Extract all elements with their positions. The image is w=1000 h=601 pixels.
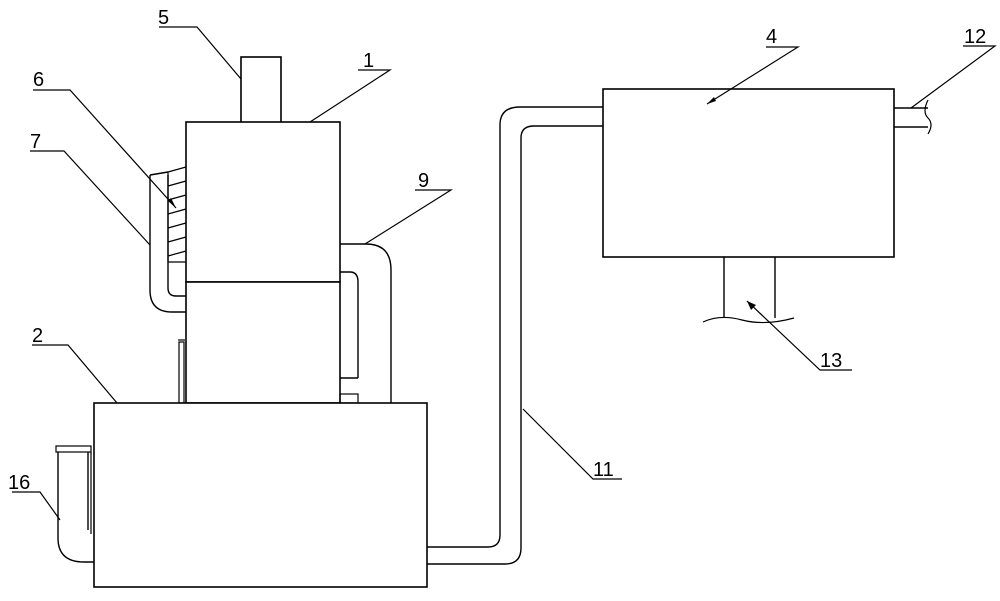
chimney-5 — [240, 56, 282, 124]
middle-box — [185, 281, 341, 404]
base-tank-2 — [93, 402, 428, 588]
upper-box-1 — [185, 121, 341, 283]
label-9: 9 — [418, 170, 429, 192]
inlet-pipe-16 — [55, 445, 94, 563]
leader-lines — [12, 26, 997, 521]
label-13: 13 — [820, 350, 842, 372]
louver-panel-6 — [167, 166, 187, 263]
label-2: 2 — [32, 325, 43, 347]
label-6: 6 — [33, 69, 44, 91]
right-box-4 — [602, 88, 895, 258]
label-4: 4 — [766, 26, 777, 48]
label-1: 1 — [363, 50, 374, 72]
pipe-11 — [427, 106, 603, 565]
outlet-pipe-12 — [894, 99, 932, 135]
label-5: 5 — [158, 7, 169, 29]
label-11: 11 — [593, 459, 614, 481]
pipe-9 — [339, 243, 392, 404]
bottom-pipe-13 — [702, 257, 795, 324]
label-12: 12 — [964, 26, 986, 48]
label-16: 16 — [8, 472, 30, 494]
u-pipe-7 — [149, 171, 186, 313]
label-7: 7 — [30, 131, 41, 153]
rod — [178, 339, 185, 404]
